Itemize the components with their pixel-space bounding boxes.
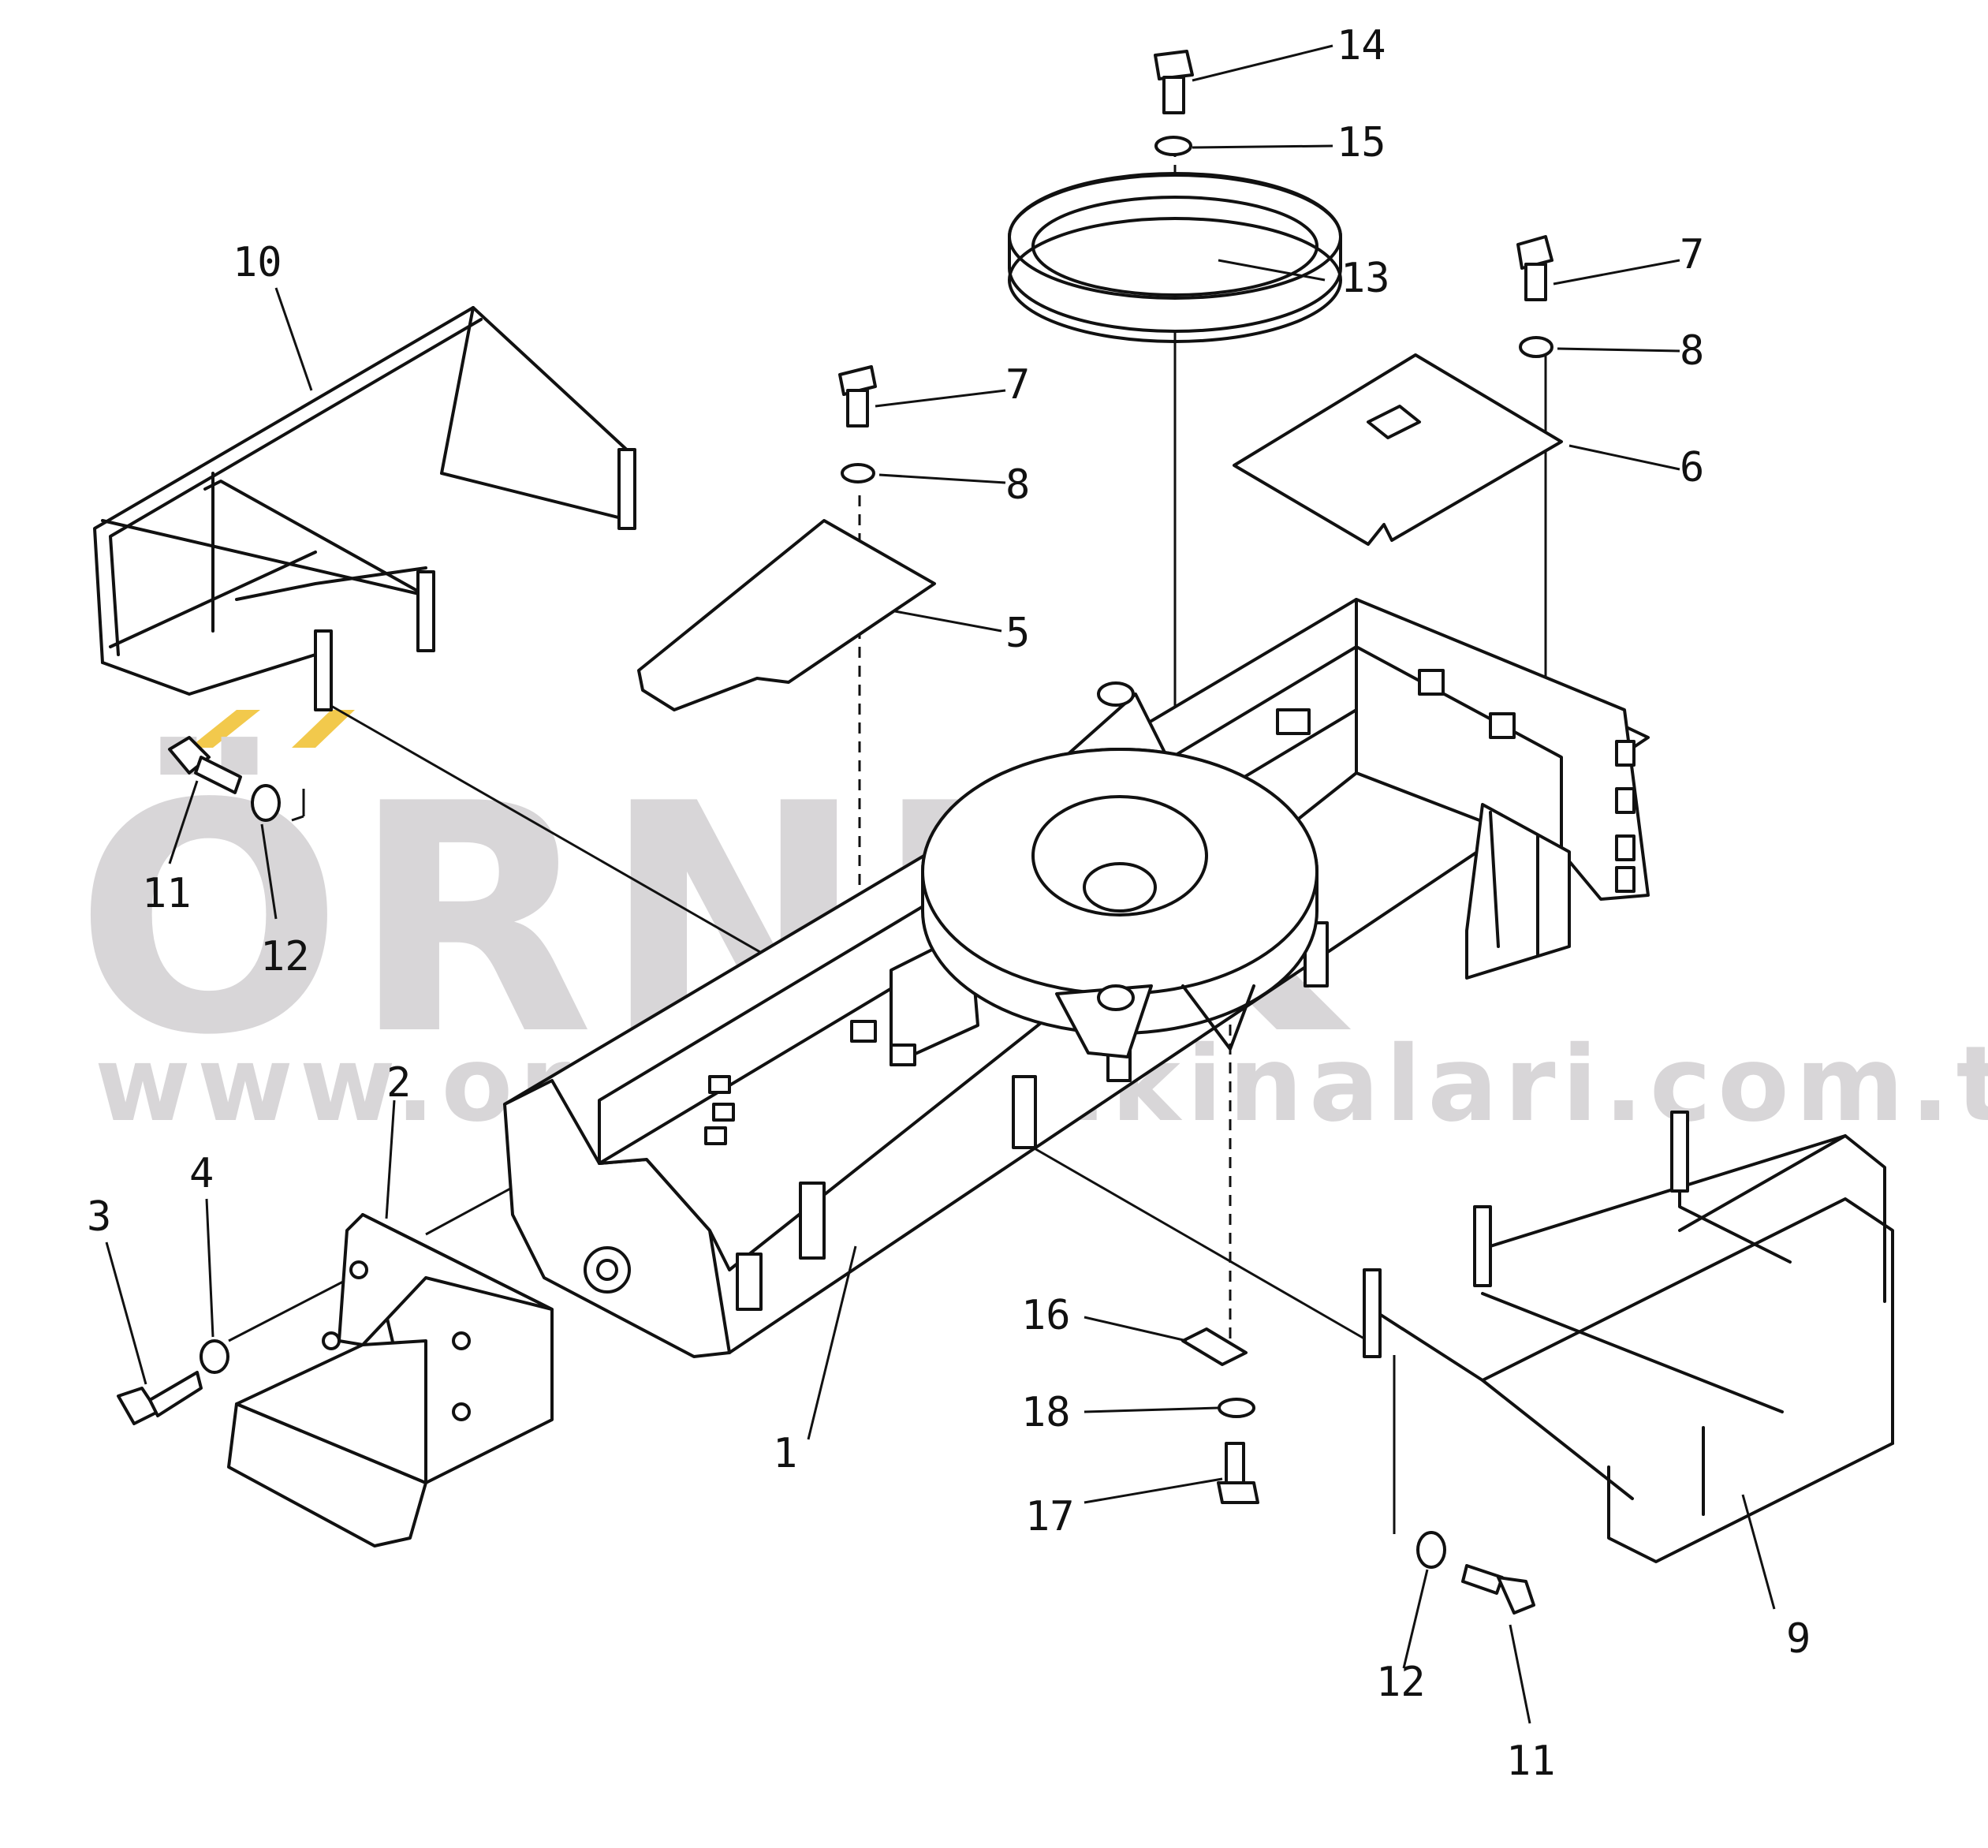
washer-18 bbox=[1218, 1398, 1255, 1418]
callout-10: 10 bbox=[233, 239, 282, 286]
callout-13: 13 bbox=[1341, 255, 1390, 302]
callout-7-left: 7 bbox=[1005, 361, 1030, 409]
callout-6: 6 bbox=[1680, 444, 1704, 491]
callout-14: 14 bbox=[1337, 22, 1386, 69]
callout-8-left: 8 bbox=[1005, 461, 1030, 509]
cover-plate-6 bbox=[1233, 353, 1563, 546]
callout-15: 15 bbox=[1337, 119, 1386, 166]
seal-ring-13 bbox=[1008, 172, 1342, 343]
callout-12-left: 12 bbox=[260, 933, 310, 980]
callout-7-right: 7 bbox=[1680, 231, 1704, 278]
bolt-3 bbox=[117, 1371, 203, 1425]
washer-12-right bbox=[1416, 1531, 1446, 1569]
watermark-accent-mark bbox=[189, 710, 260, 748]
washer-12-left bbox=[251, 784, 281, 822]
callout-5: 5 bbox=[1005, 610, 1030, 657]
bolt-11-right bbox=[1461, 1564, 1535, 1615]
plate-16 bbox=[1181, 1327, 1248, 1366]
callout-12-right: 12 bbox=[1376, 1659, 1426, 1706]
callout-4: 4 bbox=[189, 1150, 214, 1197]
callout-17: 17 bbox=[1025, 1493, 1075, 1540]
bolt-14 bbox=[1154, 50, 1194, 114]
guard-rail-9 bbox=[1363, 1111, 1894, 1563]
guard-rail-10 bbox=[93, 306, 636, 711]
callout-leaders bbox=[105, 44, 1776, 1724]
washer-8-left bbox=[841, 463, 875, 483]
bolt-7-right bbox=[1516, 235, 1553, 301]
callout-11-right: 11 bbox=[1506, 1738, 1556, 1785]
callout-3: 3 bbox=[87, 1193, 111, 1241]
swing-circle bbox=[921, 681, 1318, 1058]
washer-15 bbox=[1154, 136, 1192, 156]
bolt-11-left bbox=[168, 736, 242, 794]
callout-2: 2 bbox=[386, 1059, 411, 1107]
cover-plate-5 bbox=[637, 519, 936, 711]
bolt-17 bbox=[1217, 1442, 1259, 1504]
callout-numbers: 1 2 3 4 5 6 7 7 8 8 9 10 11 11 12 12 13 … bbox=[87, 22, 1811, 1785]
bolt-7-left bbox=[838, 365, 877, 427]
washer-8-right bbox=[1519, 336, 1553, 358]
callout-8-right: 8 bbox=[1680, 327, 1704, 375]
callout-16: 16 bbox=[1021, 1292, 1071, 1339]
callout-1: 1 bbox=[773, 1430, 797, 1477]
callout-9: 9 bbox=[1786, 1615, 1811, 1663]
watermark-accent-mark bbox=[292, 710, 355, 748]
callout-18: 18 bbox=[1021, 1389, 1071, 1436]
callout-11-left: 11 bbox=[142, 870, 192, 917]
washer-4 bbox=[200, 1339, 229, 1374]
counterweight-block bbox=[227, 1213, 554, 1547]
